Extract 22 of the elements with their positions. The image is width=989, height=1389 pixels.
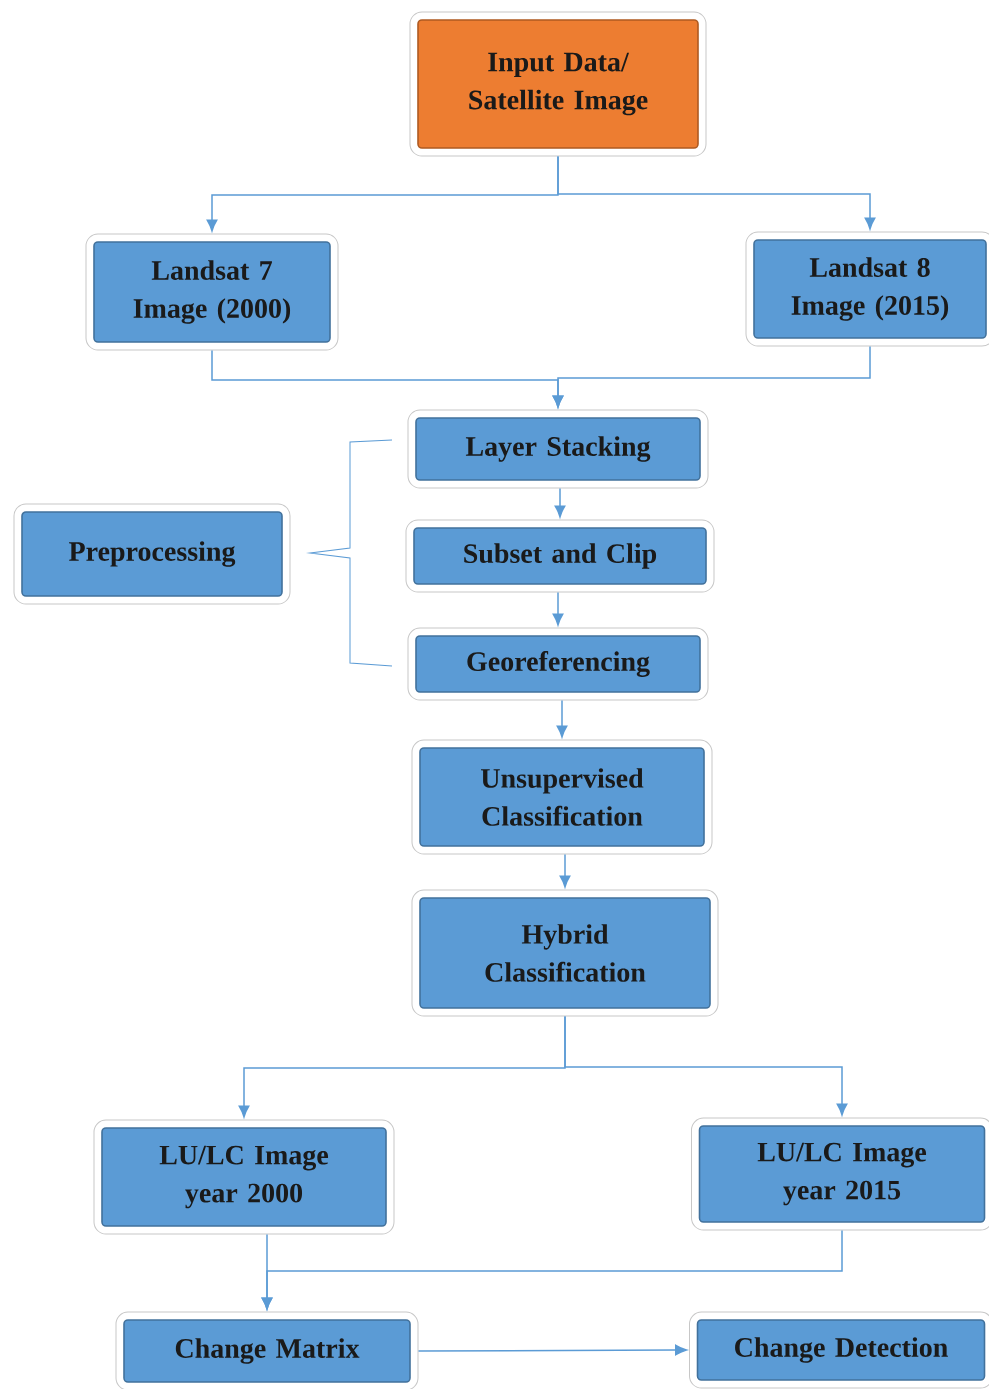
process-box: Change Matrix [115, 1311, 419, 1389]
arrow [554, 487, 566, 518]
process-box: Change Detection [689, 1311, 989, 1389]
arrow [564, 1015, 848, 1116]
arrow [559, 853, 571, 888]
process-box: Landsat 8 Image (2015) [745, 231, 989, 347]
arrow [261, 1229, 843, 1310]
process-box: Subset and Clip [405, 519, 715, 593]
process-box: Unsupervised Classification [411, 739, 713, 855]
arrow [557, 155, 876, 230]
arrow [556, 699, 568, 738]
process-box: Hybrid Classification [411, 889, 719, 1017]
arrow [552, 345, 871, 408]
arrow [417, 1344, 688, 1356]
process-box: LU/LC Image year 2015 [691, 1117, 989, 1231]
process-box: Preprocessing [13, 503, 291, 605]
process-box: LU/LC Image year 2000 [93, 1119, 395, 1235]
process-box: Layer Stacking [407, 409, 709, 489]
arrow [552, 591, 564, 626]
process-box: Georeferencing [407, 627, 709, 701]
process-box: Input Data/ Satellite Image [409, 11, 707, 157]
process-box: Landsat 7 Image (2000) [85, 233, 339, 351]
